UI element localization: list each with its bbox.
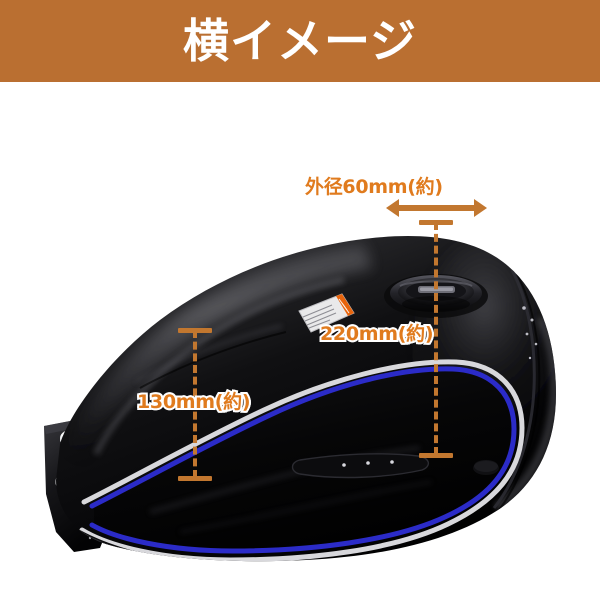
tank-side-height-dashed-line: [193, 330, 197, 478]
cap-diameter-label: 外径60mm(約): [303, 176, 445, 199]
tank-side-height-label: 130mm(約): [135, 391, 253, 414]
tank-height-label: 220mm(約): [318, 323, 436, 346]
page-title: 横イメージ: [182, 14, 418, 68]
cap-diameter-arrow-head-left: [386, 199, 399, 217]
tank-side-height-cap-bottom: [178, 476, 212, 481]
fuel-tank-illustration: [44, 236, 556, 562]
tank-height-cap-top: [419, 220, 453, 225]
tank-side-height-cap-top: [178, 328, 212, 333]
cap-diameter-arrow-head-right: [474, 199, 487, 217]
tank-height-cap-bottom: [419, 453, 453, 458]
cap-diameter-arrow-shaft: [398, 205, 476, 211]
tank-badge-plate: [291, 453, 429, 479]
blue-pinstripe: [89, 366, 517, 554]
tank-height-dashed-line: [434, 222, 438, 455]
header-banner: 横イメージ: [0, 0, 600, 82]
product-photo: 外径60mm(約) 220mm(約) 130mm(約): [0, 82, 600, 600]
warning-sticker: [298, 293, 355, 333]
